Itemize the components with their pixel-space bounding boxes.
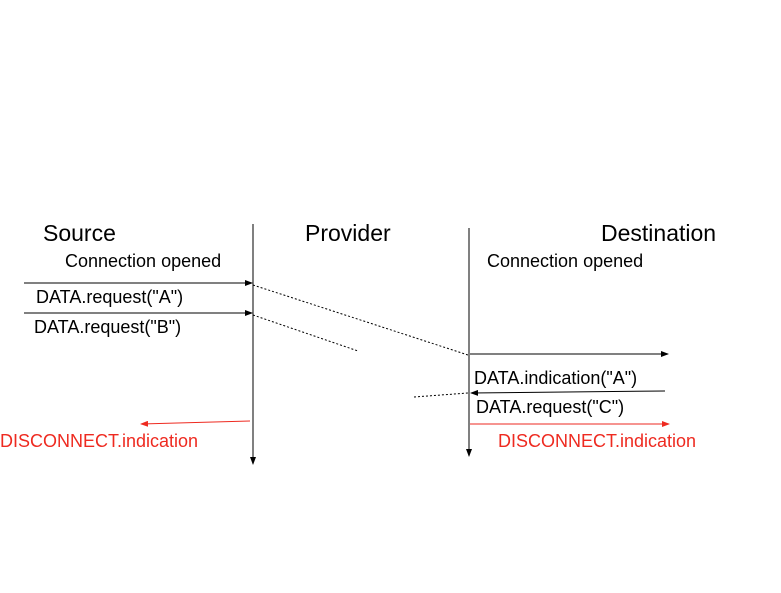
source-header: Source [43, 220, 116, 246]
source-disconnect-arrow [140, 420, 251, 427]
transit-a-dotted [252, 284, 469, 356]
transit-b-dotted [252, 314, 359, 352]
source-request-b-label: DATA.request("B") [34, 317, 182, 337]
destination-disconnect-label: DISCONNECT.indication [498, 431, 697, 451]
destination-connection-label: Connection opened [487, 251, 644, 271]
destination-indication-a-label: DATA.indication("A") [474, 368, 638, 388]
destination-request-c-label: DATA.request("C") [476, 397, 625, 417]
source-disconnect-label: DISCONNECT.indication [0, 431, 199, 451]
source-request-a-label: DATA.request("A") [36, 287, 184, 307]
transit-c-dotted [413, 392, 469, 398]
provider-header: Provider [305, 220, 391, 246]
request-c-arrow [470, 389, 666, 396]
source-connection-label: Connection opened [65, 251, 222, 271]
destination-header: Destination [601, 220, 717, 246]
